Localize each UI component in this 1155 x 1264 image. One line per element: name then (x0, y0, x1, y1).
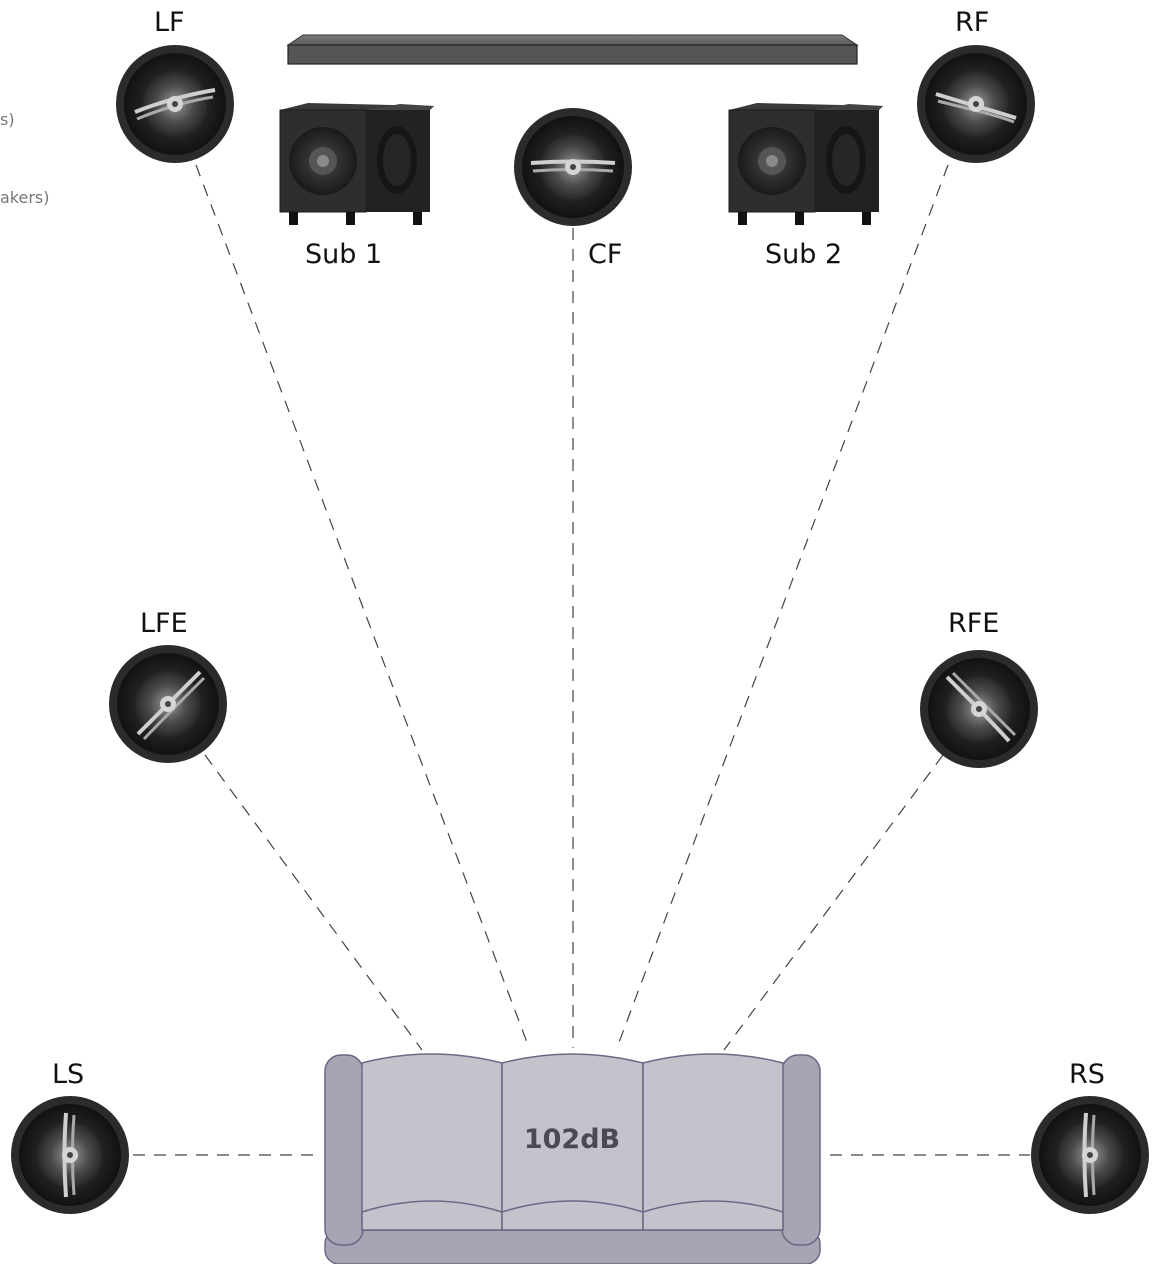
side-note-1: s) (0, 110, 15, 129)
couch (324, 1053, 821, 1264)
label-cf: CF (588, 239, 623, 270)
label-ls: LS (52, 1059, 85, 1090)
subwoofer-1 (279, 103, 434, 225)
line-rfe (723, 754, 944, 1051)
line-lfe (204, 754, 423, 1051)
speaker-cf (514, 108, 632, 226)
label-lf: LF (154, 7, 185, 38)
label-lfe: LFE (140, 608, 188, 639)
speaker-lfe (109, 645, 227, 763)
line-lf (195, 164, 529, 1046)
speaker-rf (917, 45, 1035, 163)
speaker-lf (116, 45, 234, 163)
speaker-rs (1031, 1096, 1149, 1214)
label-sub1: Sub 1 (305, 239, 383, 270)
label-rf: RF (955, 7, 990, 38)
subwoofer-2 (728, 103, 883, 225)
label-sub2: Sub 2 (765, 239, 843, 270)
dashed-lines (133, 164, 1030, 1156)
tv (286, 34, 859, 65)
label-rs: RS (1069, 1059, 1105, 1090)
couch-level-text: 102dB (524, 1124, 620, 1155)
label-rfe: RFE (948, 608, 1000, 639)
speaker-ls (11, 1096, 129, 1214)
side-note-2: akers) (0, 188, 50, 207)
line-rf (617, 164, 949, 1046)
speaker-rfe (920, 650, 1038, 768)
